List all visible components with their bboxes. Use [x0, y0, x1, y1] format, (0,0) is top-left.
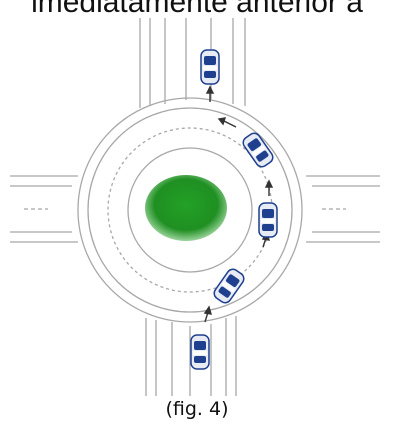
- direction-arrow-icon: [219, 118, 236, 127]
- car-icon: [191, 335, 209, 369]
- figure-caption: (fig. 4): [0, 398, 394, 420]
- road-west: [10, 176, 78, 242]
- car-icon: [201, 50, 219, 84]
- car-icon: [241, 131, 275, 169]
- car-icon: [259, 203, 277, 237]
- roundabout-island-icon: [145, 175, 227, 241]
- road-east: [306, 176, 380, 242]
- car-icon: [212, 267, 246, 305]
- road-north: [140, 18, 245, 108]
